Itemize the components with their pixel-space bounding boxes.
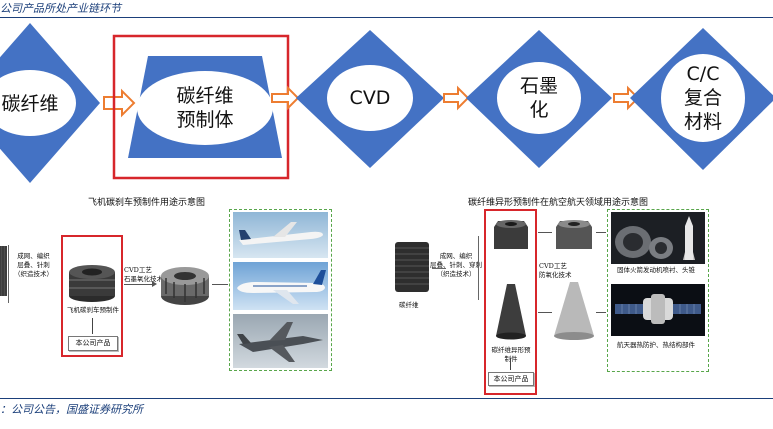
cone-finished-image	[552, 280, 596, 342]
left-product-label: 飞机碳刹车预制件	[64, 306, 122, 315]
flow-arrow-1	[104, 91, 134, 115]
flow-arrow-3	[444, 88, 468, 108]
brake-disc-assembly-icon	[160, 262, 210, 308]
fighter-jet-icon	[233, 314, 328, 368]
cone-finished-icon	[552, 280, 596, 342]
fighter-jet-photo	[233, 314, 328, 368]
cone-preform-icon	[494, 282, 528, 340]
node-cvd-label: CVD	[330, 86, 410, 110]
right-branch-line	[478, 236, 479, 300]
brake-disc-image	[160, 262, 210, 308]
left-process-text: 成网、编织 层叠、针刺 （织造技术）	[14, 252, 53, 279]
spacecraft-icon	[611, 284, 705, 336]
brake-preform-stack-icon	[67, 262, 117, 302]
left-cvd-arrow	[124, 284, 154, 285]
spacecraft-photo	[611, 284, 705, 336]
node-preform-label: 碳纤维 预制体	[151, 84, 259, 132]
source-note: ：公司公告，国盛证券研究所	[0, 401, 143, 417]
right-output-arrow-2	[596, 312, 606, 313]
hex-finished-icon	[554, 213, 594, 253]
hex-preform-icon	[492, 215, 530, 253]
airliner-2-icon	[233, 262, 328, 310]
right-cvd-arrow-1	[538, 232, 552, 233]
footer-divider	[0, 398, 773, 399]
airliner-1-icon	[233, 212, 328, 258]
carbon-fiber-spool-image	[393, 238, 431, 296]
airliner-photo-2	[233, 262, 328, 310]
left-product-pointer	[92, 318, 93, 334]
rocket-engine-icon	[611, 212, 705, 264]
left-output-arrow	[212, 284, 228, 285]
right-product-label: 碳纤维异形预制件	[489, 346, 533, 364]
brake-preform-image	[67, 262, 117, 302]
left-product-tag: 本公司产品	[68, 336, 118, 351]
use-spacecraft-text: 航天器热防护、热结构部件	[617, 341, 695, 350]
fiber-label: 碳纤维	[399, 301, 419, 310]
fiber-spool-image	[0, 246, 7, 296]
node-carbon-fiber-label: 碳纤维	[0, 92, 72, 116]
page-title: 公司产品所处产业链环节	[0, 0, 121, 16]
node-graphitization-label: 石墨 化	[499, 74, 579, 122]
right-process-text: 成网、编织 层叠、针刺、穿刺 （织造技术）	[430, 252, 482, 279]
right-cvd-text: CVD工艺 防氧化技术	[539, 262, 572, 280]
right-diagram-title: 碳纤维异形预制件在航空航天领域用途示意图	[468, 195, 648, 208]
airliner-photo-1	[233, 212, 328, 258]
node-cc-composite-label: C/C 复合 材料	[663, 62, 743, 134]
cone-preform-image	[494, 282, 528, 340]
right-product-tag: 本公司产品	[488, 372, 534, 386]
hexagonal-preform-image	[492, 215, 530, 253]
left-cvd-text: CVD工艺 石墨氧化技术	[124, 266, 163, 284]
industry-chain-flow: 碳纤维 碳纤维 预制体 CVD 石墨 化 C/C 复合 材料	[0, 18, 773, 188]
left-diagram-title: 飞机碳刹车预制件用途示意图	[88, 195, 205, 208]
flow-arrow-2	[272, 88, 298, 108]
fiber-spool-icon	[393, 238, 431, 296]
hex-finished-image	[554, 213, 594, 253]
right-output-arrow-1	[596, 232, 606, 233]
process-bracket	[8, 245, 9, 303]
use-rocket-text: 固体火箭发动机喷衬、头锥	[617, 266, 695, 275]
right-product-pointer	[510, 358, 511, 370]
rocket-engine-photo	[611, 212, 705, 264]
right-cvd-arrow-2	[538, 312, 552, 313]
